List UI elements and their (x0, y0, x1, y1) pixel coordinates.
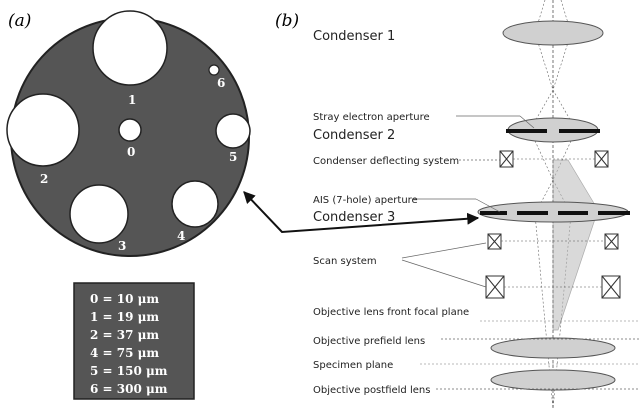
label-objective-prefield-lens: Objective prefield lens (313, 336, 425, 347)
condenser-1-lens (502, 20, 604, 46)
label-condenser-1: Condenser 1 (313, 29, 395, 44)
label-condenser-2: Condenser 2 (313, 128, 395, 143)
hole-label-6: 6 (217, 76, 225, 90)
hole-label-1: 1 (128, 93, 136, 107)
column-diagram (401, 0, 640, 409)
label-specimen-plane: Specimen plane (313, 360, 393, 371)
panel-label-a: (a) (8, 11, 31, 31)
legend-row: 2 = 37 μm (90, 328, 159, 342)
ais-aperture-opening (548, 211, 558, 215)
objective-postfield-lens (490, 369, 616, 391)
hole-label-5: 5 (229, 150, 237, 164)
aperture-size-legend: 0 = 10 μm 1 = 19 μm 2 = 37 μm 4 = 75 μm … (73, 282, 195, 400)
hole-label-4: 4 (177, 229, 185, 243)
aperture-hole-5 (215, 113, 251, 149)
ais-aperture-opening (507, 211, 517, 215)
label-ais-aperture: AIS (7-hole) aperture (313, 195, 418, 206)
objective-prefield-lens (490, 337, 616, 359)
connector-arrow (243, 191, 480, 234)
legend-row: 1 = 19 μm (90, 310, 159, 324)
legend-row: 0 = 10 μm (90, 292, 159, 306)
aperture-hole-4 (171, 180, 219, 228)
label-leaders (401, 115, 640, 390)
aperture-hole-1 (92, 10, 168, 86)
label-stray-electron-aperture: Stray electron aperture (313, 112, 430, 123)
aperture-plate: 1 2 3 4 5 0 6 (6, 10, 251, 257)
hole-label-3: 3 (118, 239, 126, 253)
legend-box (73, 282, 195, 400)
hole-label-0: 0 (127, 145, 135, 159)
aperture-hole-0 (118, 118, 142, 142)
stray-electron-aperture-opening (547, 129, 559, 133)
label-front-focal-plane: Objective lens front focal plane (313, 307, 469, 318)
hole-label-2: 2 (40, 172, 48, 186)
label-scan-system: Scan system (313, 256, 377, 267)
label-objective-postfield-lens: Objective postfield lens (313, 385, 430, 396)
aperture-hole-3 (69, 184, 129, 244)
panel-label-b: (b) (275, 11, 299, 31)
deflected-beam (552, 159, 599, 331)
label-condenser-3: Condenser 3 (313, 210, 395, 225)
label-condenser-deflecting-system: Condenser deflecting system (313, 156, 459, 167)
aperture-hole-6 (208, 64, 220, 76)
aperture-hole-2 (6, 93, 80, 167)
legend-row: 6 = 300 μm (90, 382, 168, 396)
legend-row: 5 = 150 μm (90, 364, 168, 378)
legend-row: 4 = 75 μm (90, 346, 159, 360)
ais-aperture-opening (588, 211, 598, 215)
